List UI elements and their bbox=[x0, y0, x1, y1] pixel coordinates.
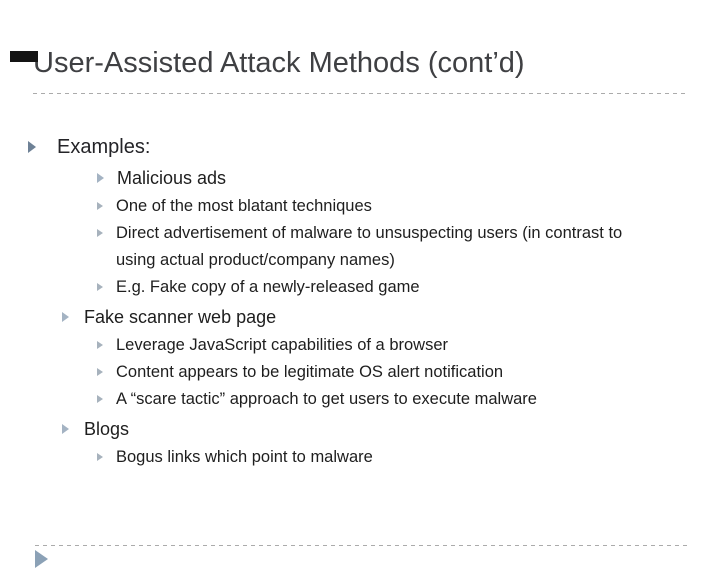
bullet-arrow-icon bbox=[62, 312, 69, 322]
bullet-arrow-icon bbox=[62, 424, 69, 434]
list-item-label: Blogs bbox=[84, 419, 130, 439]
list-item-blogs: Blogs bbox=[62, 415, 690, 444]
list-item-label: Bogus links which point to malware bbox=[116, 448, 373, 466]
list-item-label: Examples: bbox=[57, 136, 151, 158]
list-item: A “scare tactic” approach to get users t… bbox=[97, 386, 626, 413]
bullet-arrow-icon bbox=[97, 173, 104, 183]
bullet-arrow-icon bbox=[97, 368, 103, 376]
list-item-label: Fake scanner web page bbox=[84, 307, 277, 327]
list-item-label: Content appears to be legitimate OS aler… bbox=[116, 363, 504, 381]
bullet-arrow-icon bbox=[97, 229, 103, 237]
bullet-arrow-icon bbox=[28, 141, 36, 153]
list-item-malicious-ads: Malicious ads bbox=[97, 164, 690, 193]
list-item-label: Malicious ads bbox=[117, 168, 227, 188]
list-item-label: E.g. Fake copy of a newly-released game bbox=[116, 278, 420, 296]
list-item: One of the most blatant techniques bbox=[97, 193, 626, 220]
title-divider bbox=[33, 93, 689, 95]
footer-arrow-icon bbox=[35, 550, 48, 568]
bullet-arrow-icon bbox=[97, 202, 103, 210]
list-item: Direct advertisement of malware to unsus… bbox=[97, 220, 626, 274]
list-item-label: One of the most blatant techniques bbox=[116, 197, 372, 215]
bullet-arrow-icon bbox=[97, 283, 103, 291]
list-item: Content appears to be legitimate OS aler… bbox=[97, 359, 626, 386]
list-item-fake-scanner: Fake scanner web page bbox=[62, 303, 690, 332]
list-item: Leverage JavaScript capabilities of a br… bbox=[97, 332, 626, 359]
bullet-arrow-icon bbox=[97, 341, 103, 349]
list-item: Bogus links which point to malware bbox=[97, 444, 626, 471]
footer-divider bbox=[35, 545, 688, 547]
list-item: E.g. Fake copy of a newly-released game bbox=[97, 274, 626, 301]
slide-title: User-Assisted Attack Methods (cont’d) bbox=[33, 47, 525, 79]
list-item-label: Direct advertisement of malware to unsus… bbox=[116, 224, 623, 269]
corner-tab bbox=[10, 51, 38, 62]
list-item-label: A “scare tactic” approach to get users t… bbox=[116, 390, 537, 408]
bullet-arrow-icon bbox=[97, 395, 103, 403]
list-item-label: Leverage JavaScript capabilities of a br… bbox=[116, 336, 449, 354]
list-item-examples: Examples: bbox=[28, 132, 690, 162]
bullet-arrow-icon bbox=[97, 453, 103, 461]
